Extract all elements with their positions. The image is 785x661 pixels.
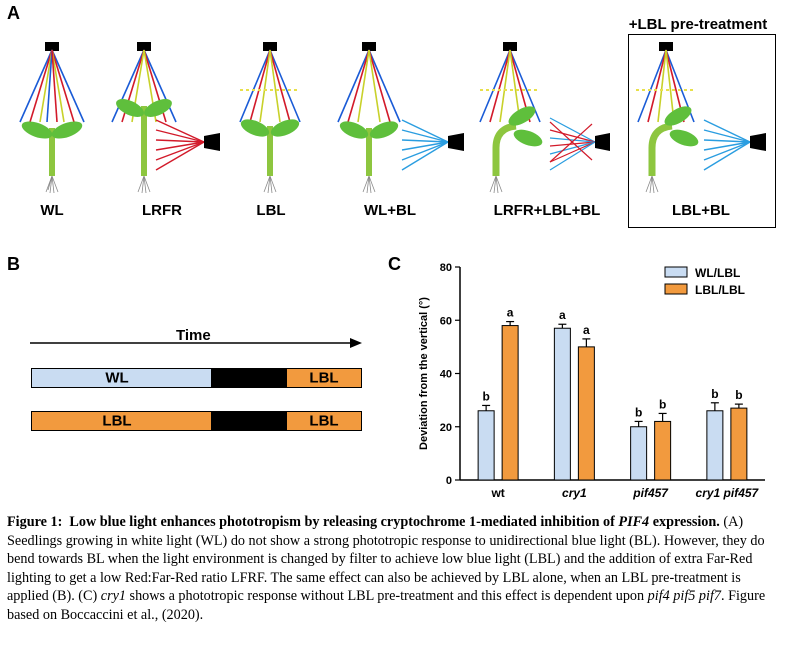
bar [501, 325, 519, 481]
seedling-lbl [239, 42, 301, 194]
legend-swatch [664, 283, 688, 295]
timeline-row1-dark [211, 368, 287, 388]
row2-first-label: LBL [102, 412, 132, 430]
scenario-label-lbl-bl: LBL+BL [672, 202, 730, 219]
lamp-wl [45, 42, 59, 51]
lamp-lbl-bl [659, 42, 673, 51]
significance-letter: a [507, 306, 514, 320]
significance-letter: b [482, 389, 489, 403]
row1-last-label: LBL [309, 369, 339, 387]
side-lamp-lrfr [204, 133, 220, 151]
significance-letter: a [559, 308, 566, 322]
panel-c-letter: C [388, 254, 401, 274]
y-axis-label: Deviation from the vertical (°) [418, 297, 430, 450]
scenario-label-lbl: LBL [256, 202, 286, 219]
scenario-label-wl: WL [40, 202, 64, 219]
caption-label: Figure 1: [7, 514, 63, 530]
seedling-lrfr-lbl-bl [479, 42, 610, 194]
legend-label: LBL/LBL [695, 283, 745, 297]
scenario-label-lrfr: LRFR [142, 202, 182, 219]
legend-swatch [664, 266, 688, 278]
caption-body-3: . Figure based on Boccaccini et al., (20… [7, 588, 766, 623]
y-tick-label: 0 [446, 475, 452, 487]
caption-title: Low blue light enhances phototropism by … [69, 514, 619, 530]
lamp-wl-bl [362, 42, 376, 51]
legend-label: WL/LBL [695, 266, 740, 280]
time-axis-label: Time [176, 327, 211, 344]
y-tick-label: 40 [440, 369, 452, 381]
lamp-lbl [263, 42, 277, 51]
time-arrow [30, 338, 362, 348]
side-lamp-lbl-bl [750, 133, 766, 151]
side-lamp-lrfr-lbl-bl [595, 133, 610, 151]
significance-letter: b [711, 387, 718, 401]
bar [730, 407, 748, 481]
lamp-lrfr-lbl-bl [503, 42, 517, 51]
significance-letter: b [735, 388, 742, 402]
timeline-row1-lbl [286, 368, 362, 388]
significance-letter: a [583, 323, 590, 337]
bar [477, 410, 495, 481]
caption-genes-pif: pif4 pif5 pif7 [647, 588, 721, 605]
seedling-wl-bl [337, 42, 464, 194]
side-lamp-wl-bl [448, 133, 464, 151]
lamp-lrfr [137, 42, 151, 51]
y-tick-label: 60 [440, 315, 452, 327]
seedling-wl [19, 42, 85, 194]
significance-letter: b [659, 397, 666, 411]
scenario-label-wl-bl: WL+BL [363, 202, 417, 219]
panel-a-letter: A [7, 3, 20, 23]
y-tick-label: 80 [440, 262, 452, 274]
bar [654, 420, 672, 481]
scenario-label-lrfr-lbl-bl: LRFR+LBL+BL [493, 202, 601, 219]
significance-letter: b [635, 405, 642, 419]
category-label: cry1 [562, 486, 587, 500]
timeline-row2-dark [211, 411, 287, 431]
bar [630, 426, 648, 481]
bar [577, 346, 595, 481]
seedling-illustrations [19, 42, 766, 194]
timeline-row2-lbl-end [286, 411, 362, 431]
seedling-lbl-bl [636, 42, 766, 194]
caption-title-end: expression. [649, 514, 720, 530]
panel-b-letter: B [7, 254, 20, 274]
figure-caption: Figure 1: Low blue light enhances photot… [7, 513, 777, 625]
bar [706, 410, 724, 481]
pretreatment-title: +LBL pre-treatment [628, 16, 768, 33]
caption-title-gene: PIF4 [618, 514, 650, 530]
caption-gene-cry1: cry1 [100, 588, 126, 605]
pretreatment-box [628, 34, 776, 228]
y-tick-label: 20 [440, 422, 452, 434]
seedling-lrfr [111, 42, 220, 194]
row1-first-label: WL [105, 369, 129, 387]
category-label: wt [490, 486, 504, 500]
caption-body-1: (A) Seedlings growing in white light (WL… [7, 514, 765, 605]
bar [553, 327, 571, 481]
category-label: pif457 [632, 486, 669, 500]
category-label: cry1 pif457 [696, 486, 760, 500]
row2-last-label: LBL [309, 412, 339, 430]
caption-body-2: shows a phototropic response without LBL… [126, 588, 648, 605]
